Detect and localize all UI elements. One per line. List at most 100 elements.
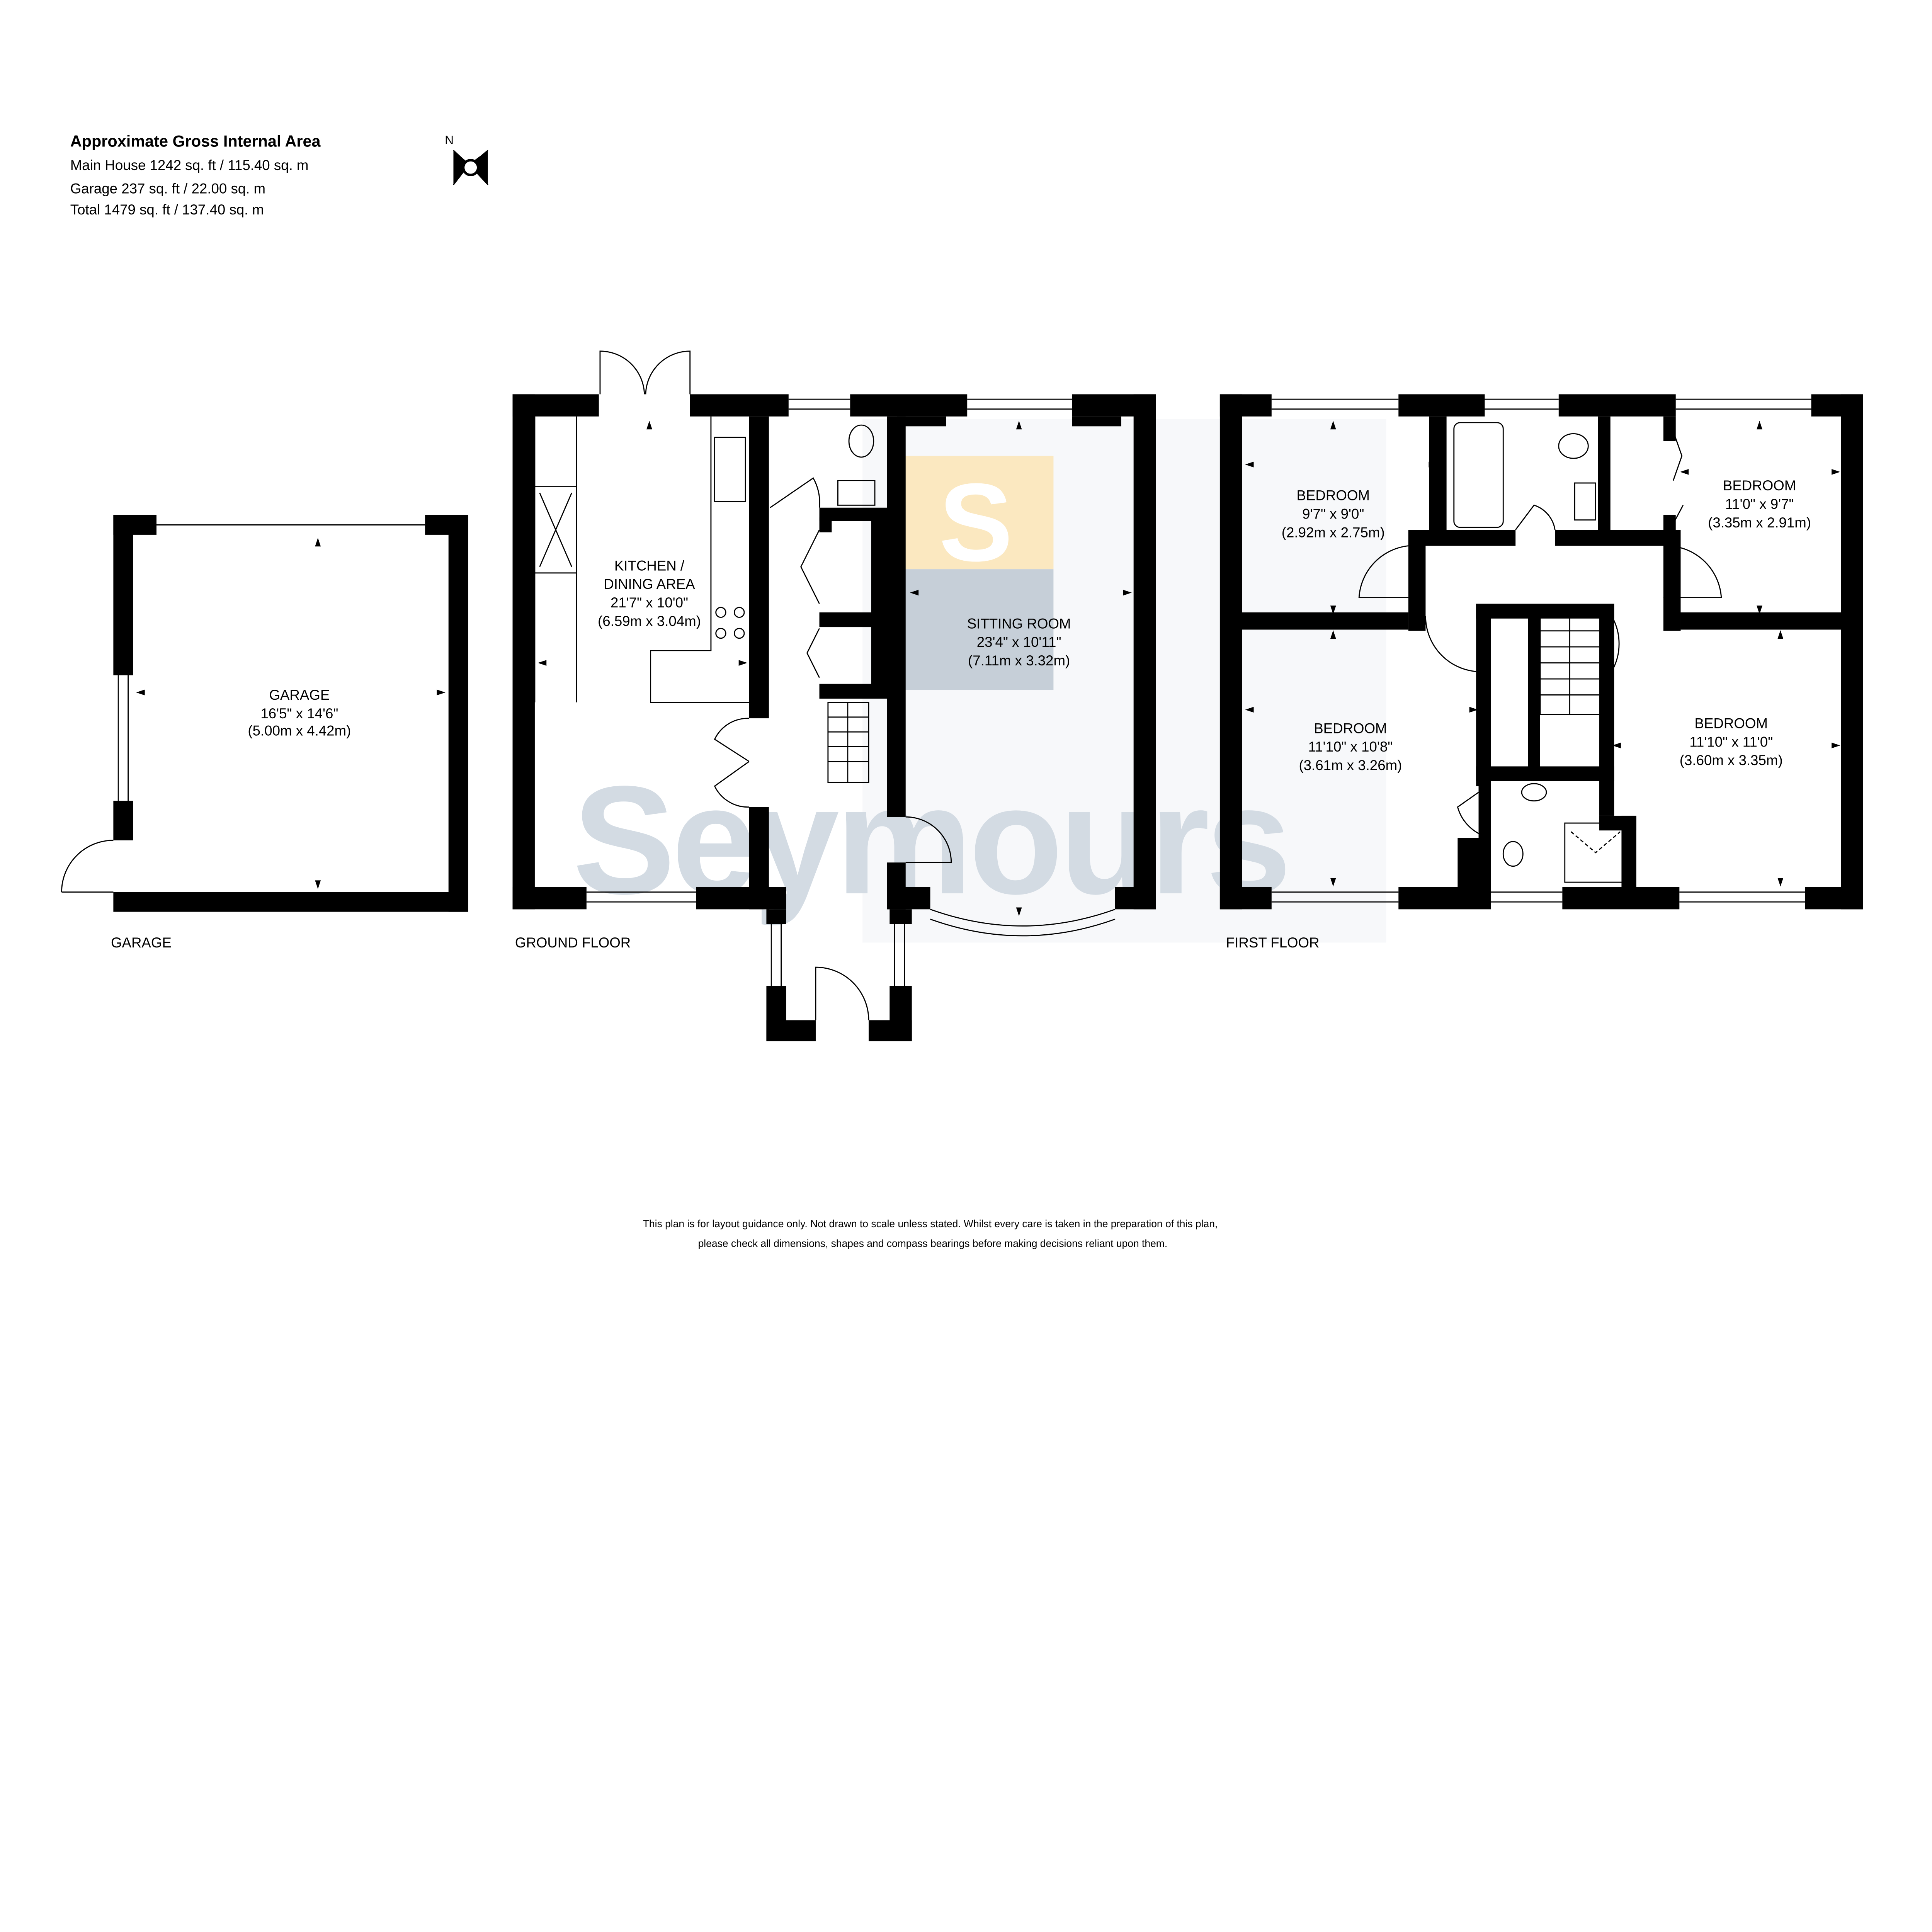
wall <box>1133 394 1156 910</box>
wall <box>448 515 468 912</box>
wall <box>690 394 789 417</box>
room-name-sitting: SITTING ROOM <box>967 616 1071 631</box>
dimension-arrow-icon <box>1777 878 1784 887</box>
room-name-garage: GARAGE <box>269 687 330 703</box>
dimension-arrow-icon <box>136 689 145 696</box>
wall <box>819 684 887 699</box>
wall <box>749 416 769 719</box>
logo-letter: S <box>939 460 1013 584</box>
wall <box>1219 394 1242 910</box>
room-dim-metric-sitting: (7.11m x 3.32m) <box>968 653 1070 668</box>
disclaimer-line-1: This plan is for layout guidance only. N… <box>643 1218 1218 1230</box>
wall <box>1558 394 1676 417</box>
watermark: S Seymours <box>573 419 1386 943</box>
wall <box>766 1020 816 1041</box>
wall <box>1663 530 1681 631</box>
dimension-arrow-icon <box>1330 878 1336 887</box>
logo-top <box>899 456 1054 570</box>
dimension-arrow-icon <box>1832 742 1840 748</box>
wall <box>1408 530 1516 546</box>
fixtures-doors-windows <box>61 350 1811 1020</box>
wall <box>887 862 906 910</box>
wall <box>1621 815 1636 887</box>
floor-plan: S Seymours Approximate Gross Internal Ar… <box>61 132 1863 1249</box>
wall <box>1398 394 1485 417</box>
wall <box>766 909 786 924</box>
dimension-arrow-icon <box>315 880 321 889</box>
wall <box>113 515 133 675</box>
room-dim-imperial-bedroom-2: 11'0" x 9'7" <box>1725 496 1794 512</box>
wall <box>889 909 912 924</box>
dimension-arrow-icon <box>1832 469 1840 475</box>
wall <box>1805 887 1863 910</box>
floor-caption-first: FIRST FLOOR <box>1226 935 1320 951</box>
compass-icon: N <box>445 133 488 185</box>
dimension-arrow-icon <box>1123 590 1132 596</box>
wall <box>1219 887 1272 910</box>
wall <box>113 801 133 840</box>
dimension-arrow-icon <box>1680 469 1689 475</box>
room-dim-metric-bedroom-2: (3.35m x 2.91m) <box>1708 515 1811 531</box>
wall <box>1398 887 1491 910</box>
dimension-arrow-icon <box>1777 630 1784 639</box>
walls <box>113 394 1863 1041</box>
wall <box>512 887 587 910</box>
wall <box>1072 416 1121 427</box>
wall <box>1242 612 1408 630</box>
wall <box>749 807 769 910</box>
dimension-arrow-icon <box>537 660 547 666</box>
wall <box>1555 530 1676 546</box>
room-dim-metric-bedroom-3: (3.61m x 3.26m) <box>1299 757 1402 773</box>
wall <box>696 887 786 910</box>
wall <box>1429 416 1447 534</box>
room-dim-metric-bedroom-4: (3.60m x 3.35m) <box>1680 752 1783 768</box>
room-dim-metric-garage: (5.00m x 4.42m) <box>248 723 351 739</box>
area-total: Total 1479 sq. ft / 137.40 sq. m <box>70 202 264 218</box>
wall <box>512 394 535 910</box>
room-dim-imperial-kitchen: 21'7" x 10'0" <box>611 595 688 611</box>
dimension-arrow-icon <box>1016 420 1022 430</box>
wall <box>1115 887 1156 910</box>
wall <box>1599 604 1614 816</box>
dimension-arrow-icon <box>1612 742 1621 748</box>
dimension-arrow-icon <box>1245 707 1254 713</box>
dimension-arrow-icon <box>1757 420 1763 430</box>
wall <box>113 892 468 912</box>
room-dim-metric-bedroom-1: (2.92m x 2.75m) <box>1282 524 1385 540</box>
area-garage: Garage 237 sq. ft / 22.00 sq. m <box>70 181 265 197</box>
room-dim-imperial-bedroom-3: 11'10" x 10'8" <box>1308 739 1393 755</box>
dimension-arrow-icon <box>315 537 321 547</box>
dimension-arrow-icon <box>1469 707 1478 713</box>
room-dim-imperial-bedroom-1: 9'7" x 9'0" <box>1302 506 1364 522</box>
room-name-bedroom-3: BEDROOM <box>1314 720 1387 736</box>
wall <box>1476 766 1614 781</box>
wall <box>1528 604 1540 776</box>
room-name-bedroom-1: BEDROOM <box>1297 488 1370 503</box>
disclaimer-line-2: please check all dimensions, shapes and … <box>698 1238 1168 1249</box>
dimension-arrow-icon <box>1245 461 1254 468</box>
wall <box>1476 604 1614 619</box>
wall <box>1680 612 1841 630</box>
room-name-dining: DINING AREA <box>604 576 695 592</box>
wall <box>897 416 946 427</box>
wall <box>1663 416 1676 441</box>
wall <box>1598 416 1611 534</box>
dimension-arrow-icon <box>1330 420 1336 430</box>
dimension-arrow-icon <box>1330 630 1336 639</box>
room-dim-imperial-garage: 16'5" x 14'6" <box>260 706 338 721</box>
room-dim-imperial-bedroom-4: 11'10" x 11'0" <box>1689 734 1773 750</box>
wall <box>1841 394 1863 910</box>
floor-caption-ground: GROUND FLOOR <box>515 935 631 951</box>
wall <box>1476 604 1491 786</box>
room-name-bedroom-2: BEDROOM <box>1723 478 1796 493</box>
wall <box>850 394 968 417</box>
dimension-arrow-icon <box>738 660 747 666</box>
dimension-arrow-icon <box>910 590 919 596</box>
dimension-arrow-icon <box>1429 461 1437 468</box>
wall <box>1408 530 1426 631</box>
room-dim-imperial-sitting: 23'4" x 10'11" <box>977 634 1061 650</box>
logo-bottom <box>899 569 1054 690</box>
compass-north-label: N <box>445 133 454 147</box>
area-main-house: Main House 1242 sq. ft / 115.40 sq. m <box>70 157 309 173</box>
room-dim-metric-kitchen: (6.59m x 3.04m) <box>598 613 701 629</box>
